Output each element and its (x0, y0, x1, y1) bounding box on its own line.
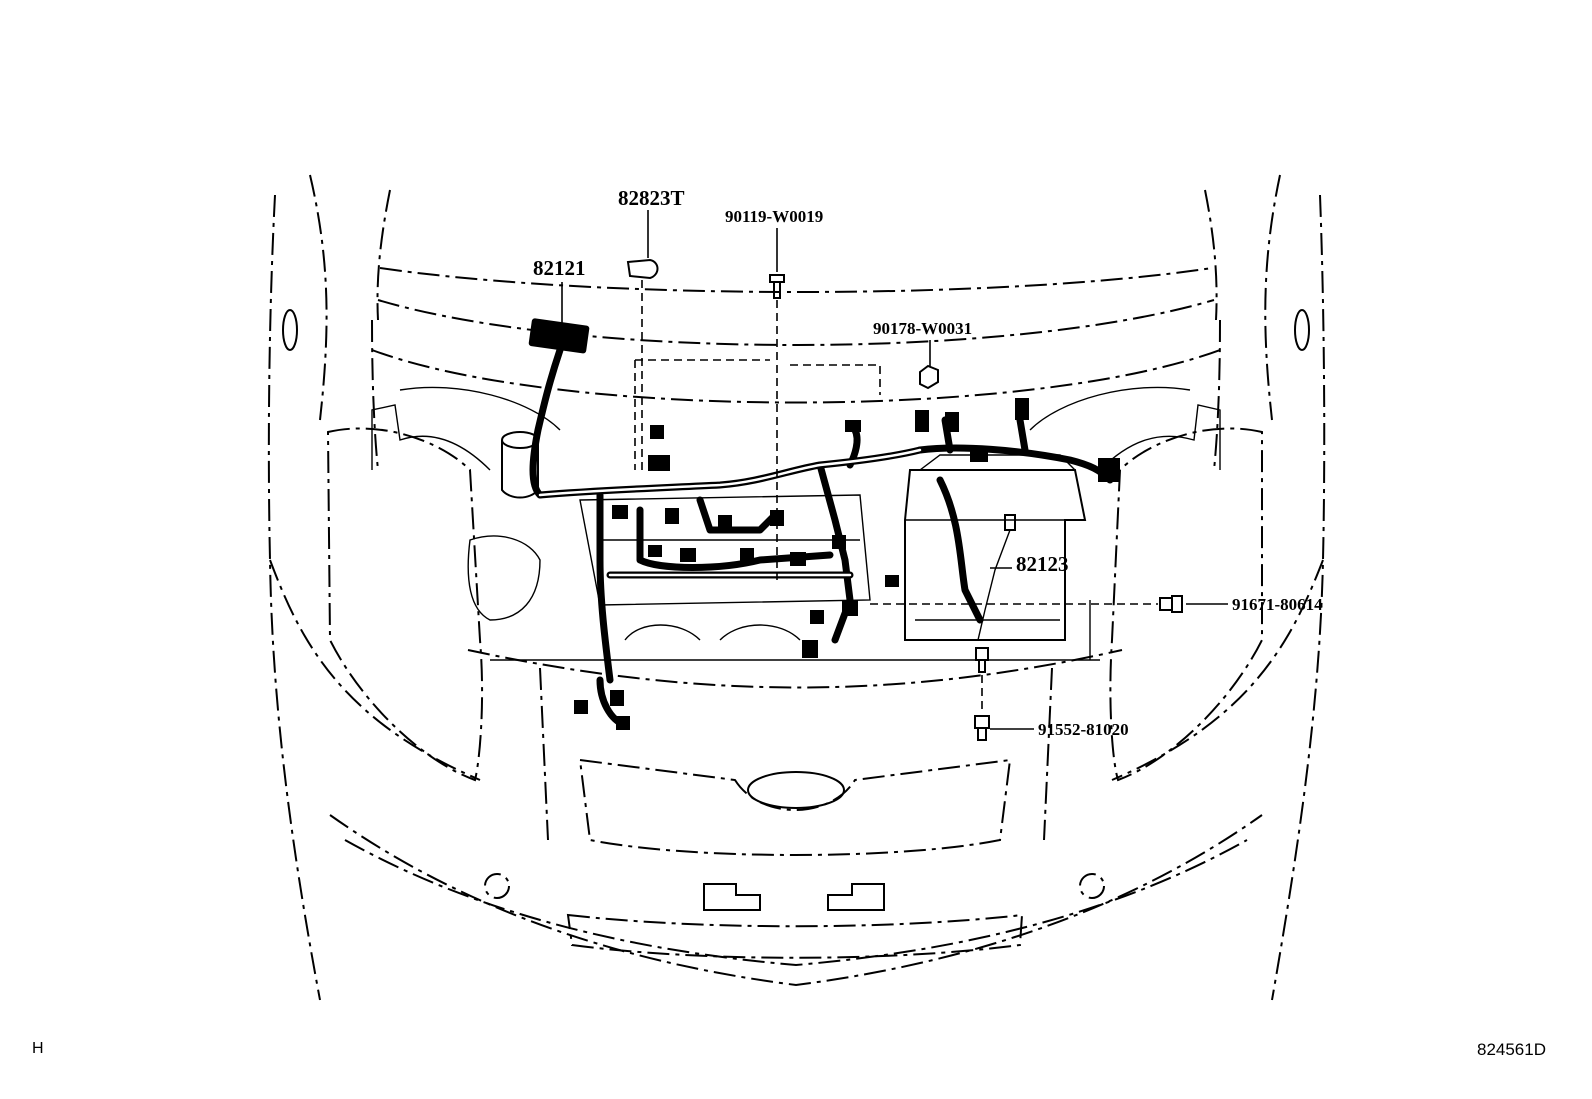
label-91552-81020: 91552-81020 (1038, 720, 1129, 739)
engine-bay (371, 359, 1221, 661)
footer-left-mark: H (32, 1040, 44, 1057)
clip-82823T-shape (626, 258, 659, 280)
leader-lines (561, 210, 1228, 730)
label-90119-W0019: 90119-W0019 (725, 207, 823, 226)
label-82823T: 82823T (618, 186, 685, 210)
part-labels: 82823T 90119-W0019 82121 90178-W0031 821… (533, 186, 1323, 739)
illustration-id: 824561D (1476, 1040, 1546, 1059)
hardware-parts (626, 258, 1183, 741)
label-91671-80614: 91671-80614 (1232, 595, 1323, 614)
label-90178-W0031: 90178-W0031 (873, 319, 972, 338)
label-82121: 82121 (533, 256, 586, 280)
car-body-outline (267, 174, 1326, 1001)
label-82123: 82123 (1016, 552, 1069, 576)
engine-wire-harness (528, 318, 1120, 730)
